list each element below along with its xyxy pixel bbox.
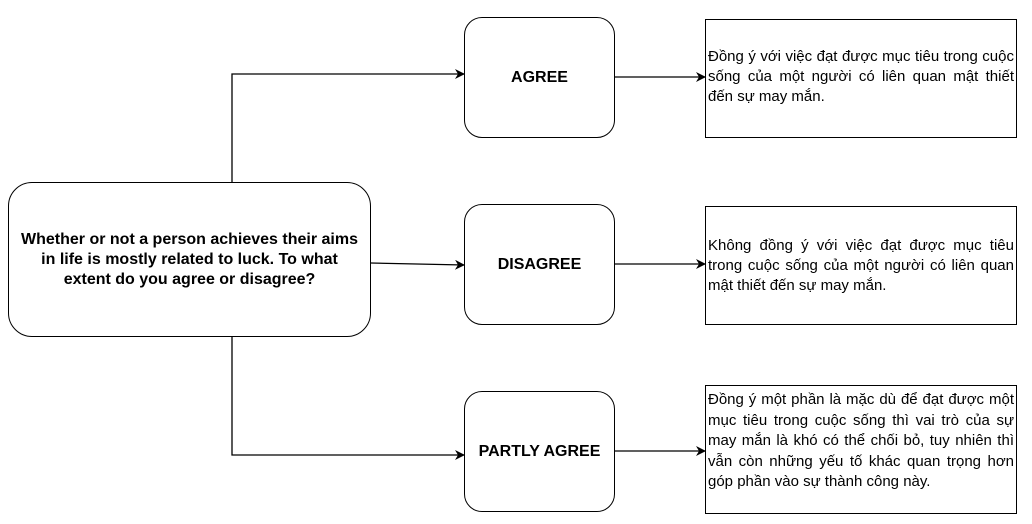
partly-agree-detail-box: Đồng ý một phần là mặc dù để đạt được mộ… — [705, 385, 1017, 514]
disagree-detail-box: Không đồng ý với việc đạt được mục tiêu … — [705, 206, 1017, 325]
partly-agree-label: PARTLY AGREE — [478, 442, 601, 460]
connector-question-to-agree — [231, 69, 465, 182]
disagree-detail-text: Không đồng ý với việc đạt được mục tiêu … — [708, 237, 1014, 294]
question-node: Whether or not a person achieves their a… — [8, 182, 371, 337]
partly-agree-detail-text: Đồng ý một phần là mặc dù để đạt được mộ… — [708, 391, 1014, 490]
question-text: Whether or not a person achieves their a… — [21, 230, 358, 288]
agree-detail-text: Đồng ý với việc đạt được mục tiêu trong … — [708, 48, 1014, 105]
agree-detail-box: Đồng ý với việc đạt được mục tiêu trong … — [705, 19, 1017, 138]
connector-question-to-disagree — [370, 259, 465, 270]
agree-node: AGREE — [464, 17, 615, 138]
connector-question-to-partly-agree — [231, 337, 465, 460]
partly-agree-node: PARTLY AGREE — [464, 391, 615, 512]
disagree-label: DISAGREE — [497, 255, 582, 273]
disagree-node: DISAGREE — [464, 204, 615, 325]
agree-label: AGREE — [511, 68, 568, 86]
